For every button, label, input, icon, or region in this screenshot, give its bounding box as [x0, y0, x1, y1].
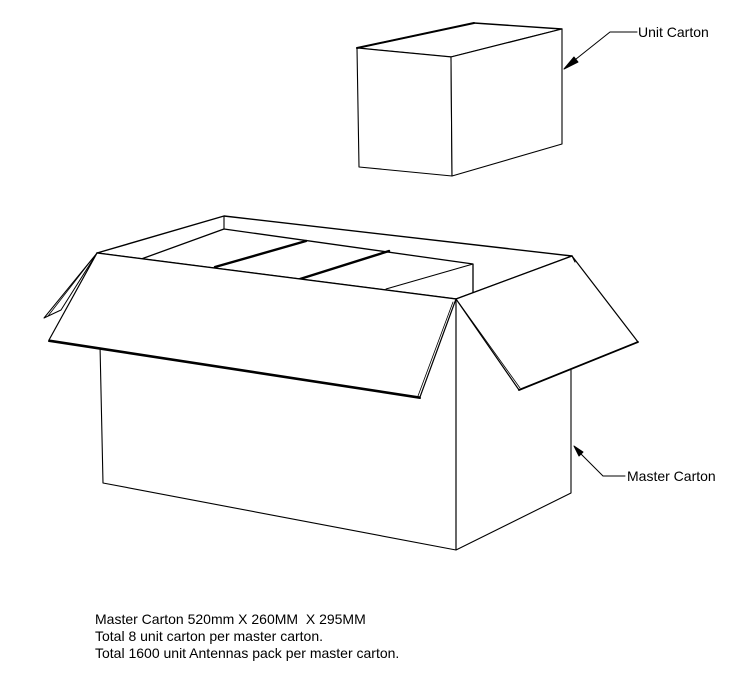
master-carton-leader: [573, 445, 626, 477]
master-carton-drawing: [43, 215, 639, 551]
note-unit-count: Total 8 unit carton per master carton.: [95, 628, 323, 644]
unit-carton-label: Unit Carton: [638, 24, 709, 40]
unit-carton-drawing: [356, 22, 563, 177]
unit-carton-leader: [563, 31, 638, 70]
note-antenna-count: Total 1600 unit Antennas pack per master…: [95, 645, 400, 661]
packaging-notes: Master Carton 520mm X 260MM X 295MM Tota…: [95, 611, 399, 662]
note-dimensions: Master Carton 520mm X 260MM X 295MM: [95, 611, 366, 627]
master-carton-label: Master Carton: [627, 468, 716, 484]
